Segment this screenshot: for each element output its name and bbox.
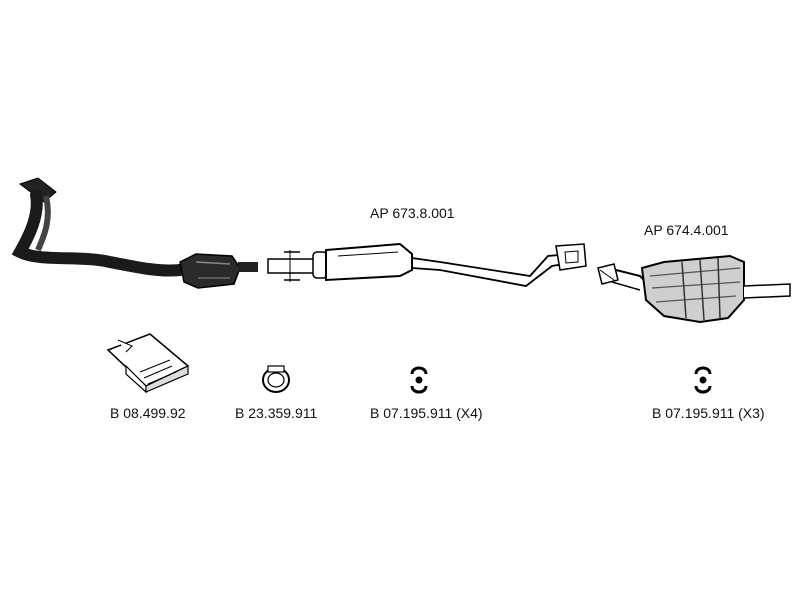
mounting-kit-label: B 08.499.92 [110,405,186,421]
rear-silencer-label: AP 674.4.001 [644,222,729,238]
rear-silencer-drawing [597,254,791,324]
rubber-hanger-mid-drawing [410,366,428,394]
clamp-drawing [262,365,290,393]
middle-silencer-drawing [267,242,587,287]
mounting-kit-drawing [106,333,190,394]
rubber-hanger-rear-label: B 07.195.911 (X3) [652,405,765,421]
front-pipe-catalyst-drawing [11,177,258,289]
rubber-hanger-mid-label: B 07.195.911 (X4) [370,405,483,421]
rubber-hanger-rear-drawing [694,366,712,394]
clamp-label: B 23.359.911 [235,405,318,421]
middle-silencer-label: AP 673.8.001 [370,205,455,221]
